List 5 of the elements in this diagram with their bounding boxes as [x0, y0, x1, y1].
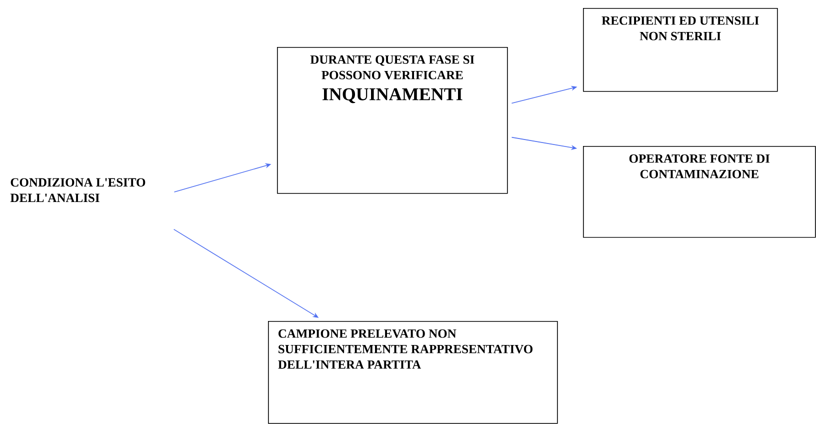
label-text: CONDIZIONA L'ESITO DELL'ANALISI [10, 178, 146, 202]
text-box: CAMPIONE PRELEVATO NON SUFFICIENTEMENTE RAPPRESENTATIVO DELL'INTERA PARTITA [268, 321, 558, 424]
text-box: OPERATORE FONTE DI CONTAMINAZIONE [583, 146, 816, 238]
text-box: DURANTE QUESTA FASE SI POSSONO VERIFICARE INQUINAMENTI [277, 47, 508, 194]
text-box: RECIPIENTI ED UTENSILI NON STERILI [583, 8, 778, 92]
